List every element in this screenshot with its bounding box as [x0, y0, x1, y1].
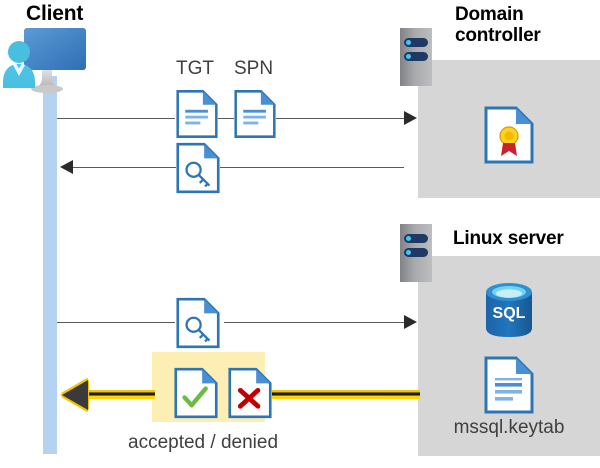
- message-line-2-right: [220, 167, 404, 168]
- server-led-icon: [404, 38, 428, 47]
- message-2-arrowhead: [60, 160, 73, 174]
- keytab-filename-label: mssql.keytab: [453, 417, 565, 438]
- tgt-label: TGT: [176, 58, 214, 79]
- server-led-icon: [404, 52, 428, 61]
- keytab-document-icon: [484, 356, 534, 419]
- message-line-1-mid: [218, 118, 234, 119]
- workstation-user-icon: [2, 26, 94, 98]
- linux-server-icon: [400, 224, 432, 282]
- message-line-3-right: [224, 322, 404, 323]
- denied-document-icon: [228, 366, 272, 425]
- accepted-document-icon: [174, 366, 218, 425]
- client-title: Client: [26, 2, 84, 25]
- server-led-icon: [404, 234, 428, 243]
- dc-title-line2: controller: [455, 25, 541, 47]
- message-line-1-left: [57, 118, 175, 119]
- message-line-3-left: [57, 322, 175, 323]
- accepted-denied-label: accepted / denied: [128, 432, 279, 453]
- certificate-document-icon: [484, 106, 534, 169]
- key-document-icon: [176, 141, 220, 200]
- domain-controller-server-icon: [400, 28, 432, 86]
- domain-controller-title: Domain controller: [455, 4, 595, 47]
- message-3-arrowhead: [404, 315, 417, 329]
- dc-title-line1: Domain: [455, 4, 524, 25]
- linux-server-title: Linux server: [453, 228, 564, 249]
- message-line-2-left: [73, 167, 176, 168]
- message-1-arrowhead: [404, 111, 417, 125]
- message-line-4-left: [88, 390, 155, 399]
- message-line-1-right: [276, 118, 404, 119]
- sql-database-icon: SQL: [482, 281, 536, 344]
- message-4-arrowhead: [62, 380, 88, 410]
- spn-label: SPN: [234, 58, 274, 79]
- key-document-icon: [176, 296, 220, 355]
- spn-document-icon: [234, 88, 276, 145]
- tgt-document-icon: [176, 88, 218, 145]
- message-line-4-right: [272, 390, 420, 399]
- client-lifeline: [43, 76, 57, 454]
- svg-text:SQL: SQL: [493, 305, 526, 322]
- server-led-icon: [404, 248, 428, 257]
